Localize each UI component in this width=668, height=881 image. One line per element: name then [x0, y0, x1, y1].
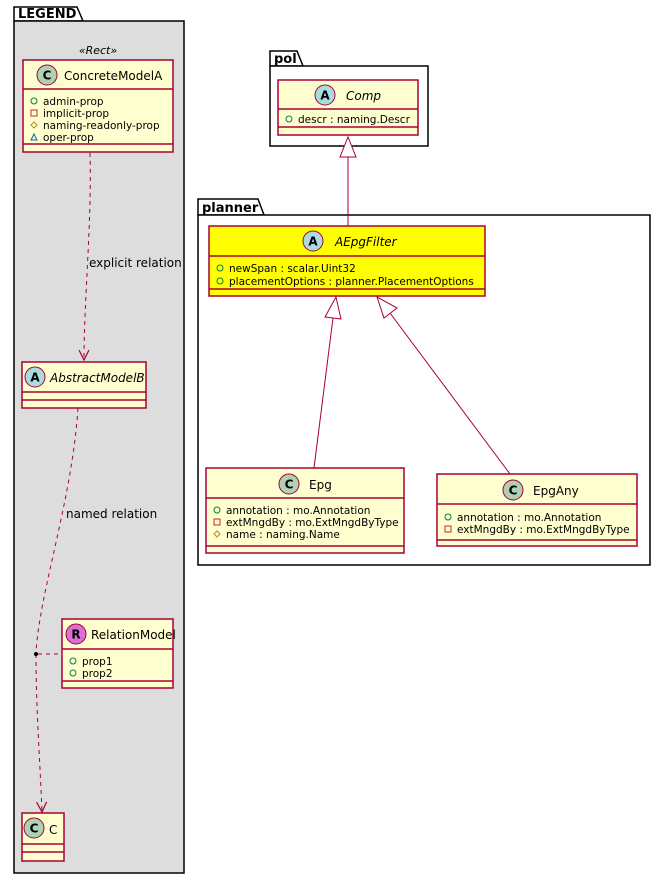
class-concrete-model-a[interactable]: C ConcreteModelA admin-prop implicit-pro…	[22, 59, 174, 153]
private-visibility-icon	[213, 518, 221, 526]
private-visibility-icon	[444, 525, 452, 533]
attribute: placementOptions : planner.PlacementOpti…	[229, 276, 474, 288]
explicit-relation-edge	[84, 152, 91, 360]
generalization-arrowhead	[324, 295, 342, 320]
named-relation-edge-to-target	[35, 653, 42, 812]
class-icon	[278, 473, 300, 495]
class-aepgfilter[interactable]: A AEpgFilter newSpan : scalar.Uint32 pla…	[208, 225, 486, 297]
attribute: extMngdBy : mo.ExtMngdByType	[226, 517, 399, 529]
class-abstract-model-b[interactable]: A AbstractModelB	[21, 361, 147, 409]
class-name: Comp	[346, 89, 381, 103]
class-name: AbstractModelB	[49, 371, 145, 385]
class-relation-model[interactable]: R RelationModel prop1 prop2	[61, 618, 176, 689]
pol-package-title: pol	[274, 52, 297, 67]
class-name: AEpgFilter	[334, 235, 398, 249]
protected-visibility-icon	[213, 530, 221, 538]
attribute: extMngdBy : mo.ExtMngdByType	[457, 524, 630, 536]
attribute: admin-prop	[43, 96, 104, 108]
abstract-class-icon	[302, 230, 324, 252]
package-visibility-icon	[30, 132, 38, 141]
class-name: Epg	[309, 478, 332, 492]
attribute: prop1	[82, 656, 113, 668]
abstract-class-icon	[24, 366, 46, 388]
attribute: annotation : mo.Annotation	[226, 505, 370, 517]
attribute: prop2	[82, 668, 113, 680]
attribute: annotation : mo.Annotation	[457, 512, 601, 524]
association-junction	[34, 652, 38, 656]
public-visibility-icon	[213, 506, 221, 514]
named-relation-label: named relation	[66, 507, 157, 521]
class-name: ConcreteModelA	[64, 69, 163, 83]
class-icon-letter: C	[30, 822, 39, 836]
abstract-class-icon-letter: A	[320, 89, 330, 103]
public-visibility-icon	[285, 115, 293, 123]
class-comp[interactable]: A Comp descr : naming.Descr	[277, 79, 419, 136]
class-icon	[36, 64, 58, 86]
attribute: naming-readonly-prop	[43, 120, 160, 132]
legend-title: LEGEND	[18, 7, 77, 22]
protected-visibility-icon	[30, 121, 38, 129]
private-visibility-icon	[30, 109, 38, 117]
relation-class-icon	[65, 623, 87, 645]
public-visibility-icon	[444, 513, 452, 521]
public-visibility-icon	[216, 277, 224, 285]
attribute: descr : naming.Descr	[298, 114, 411, 126]
class-icon-letter: C	[285, 478, 294, 492]
generalization-arrowhead	[376, 295, 398, 319]
class-icon-letter: C	[509, 484, 518, 498]
public-visibility-icon	[216, 264, 224, 272]
legend-package: LEGEND «Rect»	[13, 6, 185, 874]
abstract-class-icon	[314, 84, 336, 106]
attribute: oper-prop	[43, 132, 94, 144]
relation-class-icon-letter: R	[71, 628, 80, 642]
explicit-relation-label: explicit relation	[89, 256, 182, 270]
abstract-class-icon-letter: A	[30, 371, 40, 385]
generalization-arrowhead	[339, 135, 357, 158]
class-icon	[23, 817, 45, 839]
generalization-epgany-to-aepgfilter	[389, 312, 511, 475]
public-visibility-icon	[30, 97, 38, 105]
legend-stereotype: «Rect»	[79, 44, 118, 57]
class-epg[interactable]: C Epg annotation : mo.Annotation extMngd…	[205, 467, 405, 554]
named-relation-edge	[35, 407, 79, 653]
class-icon-letter: C	[43, 69, 52, 83]
class-icon	[502, 479, 524, 501]
class-epgany[interactable]: C EpgAny annotation : mo.Annotation extM…	[436, 473, 638, 547]
legend-package-body	[13, 20, 185, 874]
abstract-class-icon-letter: A	[308, 235, 318, 249]
attribute: newSpan : scalar.Uint32	[229, 263, 356, 275]
attribute: implicit-prop	[43, 108, 109, 120]
class-c[interactable]: C C	[21, 812, 65, 862]
class-name: EpgAny	[533, 484, 579, 498]
planner-package-title: planner	[202, 201, 259, 216]
class-name: C	[49, 823, 57, 837]
class-name: RelationModel	[91, 628, 176, 642]
generalization-epg-to-aepgfilter	[313, 317, 334, 469]
public-visibility-icon	[69, 657, 77, 665]
attribute: name : naming.Name	[226, 529, 340, 541]
public-visibility-icon	[69, 669, 77, 677]
